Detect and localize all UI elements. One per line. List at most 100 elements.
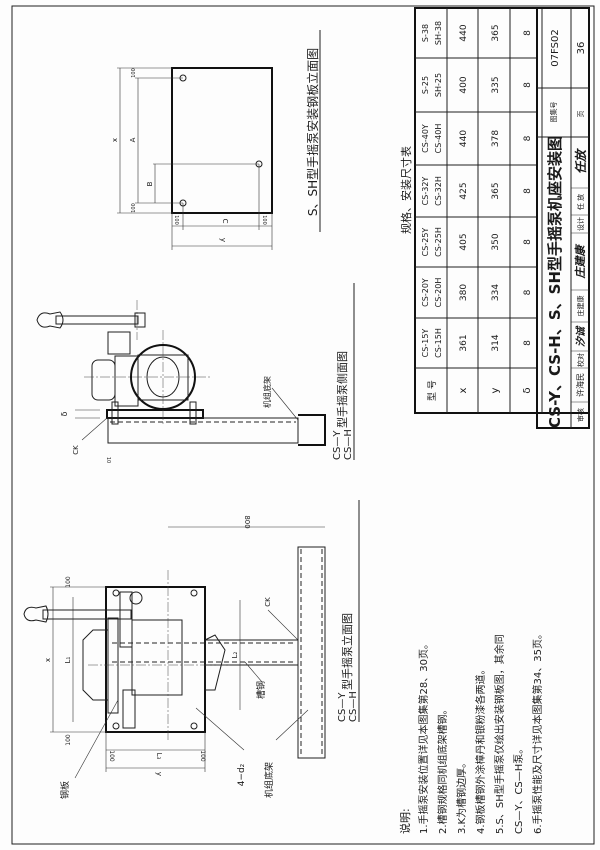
leader-line	[195, 707, 245, 751]
dim-label-100: 100	[261, 215, 267, 225]
table-cell: 8	[523, 188, 533, 194]
table-model-name: CS-25Y	[421, 228, 430, 257]
check-name: 庄建康	[576, 296, 585, 317]
handle-grip	[36, 311, 64, 329]
side-view-caption-2: CS—H	[343, 429, 354, 460]
review-label: 审核	[576, 408, 585, 422]
dim-label-100: 100	[131, 203, 137, 213]
table-caption: 规格、安装尺寸表	[399, 146, 413, 234]
frame-channel	[297, 546, 326, 759]
dim-label-l3: L₃	[155, 753, 163, 760]
table-row-label: y	[490, 387, 501, 393]
front-view: 800 x L₁ 100 100 L₃ y 100 100 L₂ CK 钢板 4…	[23, 500, 360, 799]
note-line: 1.手摇泵安装位置详见本图集第28、30页。	[417, 639, 430, 834]
channel-label: 槽钢	[255, 681, 267, 699]
page-label: 页	[577, 111, 585, 118]
leader-line	[81, 417, 108, 441]
design-signature: 任放	[574, 148, 588, 174]
front-view-caption-2: CS—H	[348, 691, 359, 722]
handle-lever	[42, 609, 132, 620]
table-cell: 361	[459, 334, 469, 351]
leader-line	[267, 609, 299, 641]
frame-label: 机组底架	[263, 762, 275, 798]
title-block-border	[536, 7, 590, 429]
bottom-boss	[122, 689, 136, 729]
table-row-label: δ	[522, 387, 533, 393]
note-line: 6.手摇泵性能及尺寸详见本图集第34、35页。	[531, 629, 544, 834]
table-model-name: S-25	[421, 76, 430, 94]
table-cell: 425	[459, 182, 469, 199]
table-cell: 334	[491, 284, 501, 301]
table-cell: 440	[459, 24, 469, 41]
table-model-name: CS-25H	[434, 227, 443, 257]
dim-label-100: 100	[131, 68, 137, 78]
base-plate	[106, 409, 204, 419]
table-model-name: CS-40Y	[421, 124, 430, 153]
table-cell: 8	[523, 135, 533, 141]
table-cell: 8	[523, 340, 533, 346]
dim-label-800: 800	[243, 515, 251, 528]
bolt-hole	[190, 589, 198, 597]
table-model-name: CS-32H	[434, 176, 443, 206]
table-model-name: CS-20Y	[421, 278, 430, 307]
table-cell: 8	[523, 289, 533, 295]
table-cell: 8	[523, 239, 533, 245]
note-line: CS—Y、CS—H泵。	[513, 744, 525, 834]
dim-label-y: y	[219, 238, 227, 242]
dim-label-100: 100	[199, 750, 206, 762]
inlet-cover	[204, 634, 226, 691]
dim-label-100: 100	[108, 750, 115, 762]
check-signature: 汐诚	[575, 325, 587, 347]
frame-label: 机组底架	[262, 376, 272, 408]
note-line: 3.K为槽钢边厚。	[455, 758, 468, 834]
table-model-name: CS-20H	[434, 278, 443, 308]
side-view: 机组底架 δ 10 CK CS—Y CS—H 型手摇泵侧面图	[36, 283, 355, 463]
table-model-name: SH-25	[434, 73, 443, 97]
weld-symbol: CK	[72, 445, 80, 455]
note-line: 2.槽钢规格同机组底架槽钢。	[436, 704, 449, 834]
design-label: 设计	[576, 217, 585, 231]
notes: 说明: 1.手摇泵安装位置详见本图集第28、30页。 2.槽钢规格同机组底架槽钢。…	[398, 629, 544, 834]
channel-steel	[107, 417, 299, 444]
table-model-name: CS-40H	[434, 124, 443, 154]
shaft-housing	[107, 331, 131, 355]
table-header-model: 型 号	[427, 380, 438, 401]
dim-label-c: C	[221, 219, 229, 224]
table-model-name: S-38	[421, 24, 430, 42]
leader-line	[271, 387, 299, 421]
table-cell: 8	[523, 30, 533, 36]
table-model-name: SH-38	[434, 21, 443, 45]
dim-label-y: y	[155, 772, 163, 776]
table-cell: 365	[491, 24, 501, 41]
dim-label-l2: L₂	[231, 651, 239, 658]
table-cell: 350	[491, 233, 501, 250]
dim-label-l1: L₁	[64, 656, 72, 663]
check-name-signature: 庄建康	[574, 244, 587, 280]
shaft-hub	[129, 591, 143, 605]
review-name: 许海民	[575, 373, 585, 397]
holes-label: 4−d₂	[237, 763, 247, 786]
bolt	[189, 401, 197, 425]
dim-label-10: 10	[105, 457, 111, 463]
dim-label-a: A	[129, 137, 137, 142]
handle-lever	[55, 315, 139, 325]
table-cell: 400	[459, 76, 469, 93]
note-line: 4.钢板槽钢外涂樟丹和银粉漆各两道。	[474, 664, 487, 834]
atlas-number: 07FS02	[550, 29, 561, 66]
weld-symbol: CK	[264, 597, 272, 607]
page-number: 36	[576, 42, 587, 55]
inlet-pipe	[114, 355, 139, 407]
title-block: CS-Y、CS-H、S、SH型手摇泵机座安装图 图集号 07FS02 页 36 …	[536, 7, 590, 429]
bolt-hole	[112, 722, 120, 730]
frame-section	[298, 414, 326, 446]
handle-grip	[23, 605, 49, 623]
front-view-caption-1: CS—Y	[337, 692, 348, 722]
drawing-title: CS-Y、CS-H、S、SH型手摇泵机座安装图	[546, 136, 564, 428]
note-line: 5.S、SH型手摇泵仅绘出安装钢板图，其余同	[493, 634, 506, 834]
front-view-caption: 型手摇泵立面图	[340, 613, 354, 690]
dim-label-x: x	[111, 138, 119, 142]
notes-heading: 说明:	[398, 808, 412, 834]
table-cell: 405	[459, 233, 469, 250]
